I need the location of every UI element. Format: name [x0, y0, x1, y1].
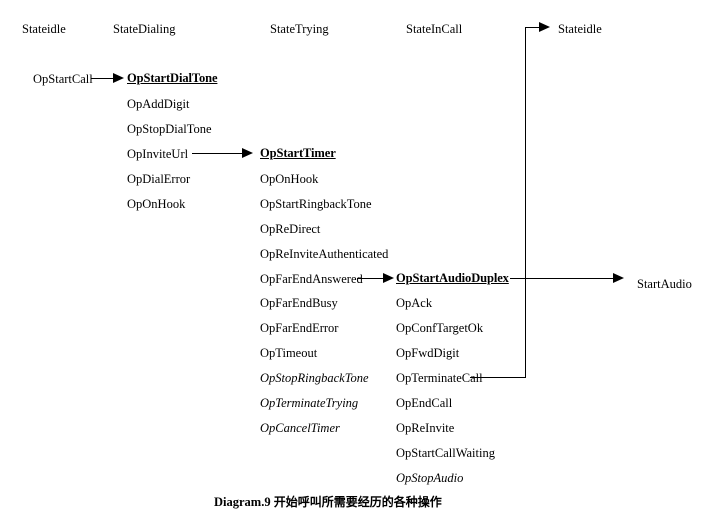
operation-op-far-end-answered: OpFarEndAnswered	[260, 272, 363, 286]
connector-inviteurl-to-starttimer-line	[192, 153, 244, 154]
connector-farendanswered-to-startaudioduplex-line	[357, 278, 387, 279]
operation-op-end-call: OpEndCall	[396, 396, 453, 410]
operation-op-terminate-trying: OpTerminateTrying	[260, 396, 359, 410]
operation-op-reinvite-authenticated: OpReInviteAuthenticated	[260, 247, 389, 261]
connector-terminatecall-top-segment	[525, 27, 547, 28]
arrow-startaudioduplex-to-startaudio	[613, 273, 624, 283]
operation-op-invite-url: OpInviteUrl	[127, 147, 189, 161]
connector-startcall-to-startdialtone-line	[91, 78, 116, 79]
operation-op-start-call: OpStartCall	[33, 72, 93, 86]
operation-op-stop-audio: OpStopAudio	[396, 471, 464, 485]
operation-op-terminate-call: OpTerminateCall	[396, 371, 483, 385]
diagram-caption: Diagram.9 开始呼叫所需要经历的各种操作	[214, 495, 442, 510]
operation-op-dial-error: OpDialError	[127, 172, 191, 186]
column-header-state-incall: StateInCall	[406, 22, 463, 36]
caption-chinese-text: 开始呼叫所需要经历的各种操作	[273, 495, 442, 509]
connector-startaudioduplex-to-startaudio-line	[510, 278, 620, 279]
operation-op-fwd-digit: OpFwdDigit	[396, 346, 460, 360]
operation-op-reinvite: OpReInvite	[396, 421, 455, 435]
arrow-terminatecall-to-stateidle	[539, 22, 550, 32]
arrow-startcall-to-startdialtone	[113, 73, 124, 83]
connector-terminatecall-vertical-segment	[525, 27, 526, 378]
column-header-state-idle-left: Stateidle	[22, 22, 66, 36]
operation-op-start-ringback-tone: OpStartRingbackTone	[260, 197, 372, 211]
operation-op-start-timer: OpStartTimer	[260, 146, 336, 160]
arrow-inviteurl-to-starttimer	[242, 148, 253, 158]
operation-op-start-audio-duplex: OpStartAudioDuplex	[396, 271, 509, 285]
operation-op-start-call-waiting: OpStartCallWaiting	[396, 446, 495, 460]
operation-op-on-hook-trying: OpOnHook	[260, 172, 319, 186]
operation-op-stop-ringback-tone: OpStopRingbackTone	[260, 371, 369, 385]
operation-op-conf-target-ok: OpConfTargetOk	[396, 321, 484, 335]
operation-op-start-dial-tone: OpStartDialTone	[127, 71, 218, 85]
operation-op-stop-dial-tone: OpStopDialTone	[127, 122, 212, 136]
arrow-farendanswered-to-startaudioduplex	[383, 273, 394, 283]
operation-op-timeout: OpTimeout	[260, 346, 318, 360]
operation-op-redirect: OpReDirect	[260, 222, 321, 236]
operation-op-on-hook-dialing: OpOnHook	[127, 197, 186, 211]
caption-prefix: Diagram.9	[214, 495, 271, 509]
column-header-state-idle-right: Stateidle	[558, 22, 602, 36]
operation-op-ack: OpAck	[396, 296, 433, 310]
label-start-audio: StartAudio	[637, 277, 692, 291]
operation-op-far-end-error: OpFarEndError	[260, 321, 339, 335]
connector-terminatecall-horizontal-segment	[470, 377, 526, 378]
operation-op-cancel-timer: OpCancelTimer	[260, 421, 340, 435]
column-header-state-dialing: StateDialing	[113, 22, 176, 36]
operation-op-far-end-busy: OpFarEndBusy	[260, 296, 338, 310]
column-header-state-trying: StateTrying	[270, 22, 329, 36]
operation-op-add-digit: OpAddDigit	[127, 97, 190, 111]
